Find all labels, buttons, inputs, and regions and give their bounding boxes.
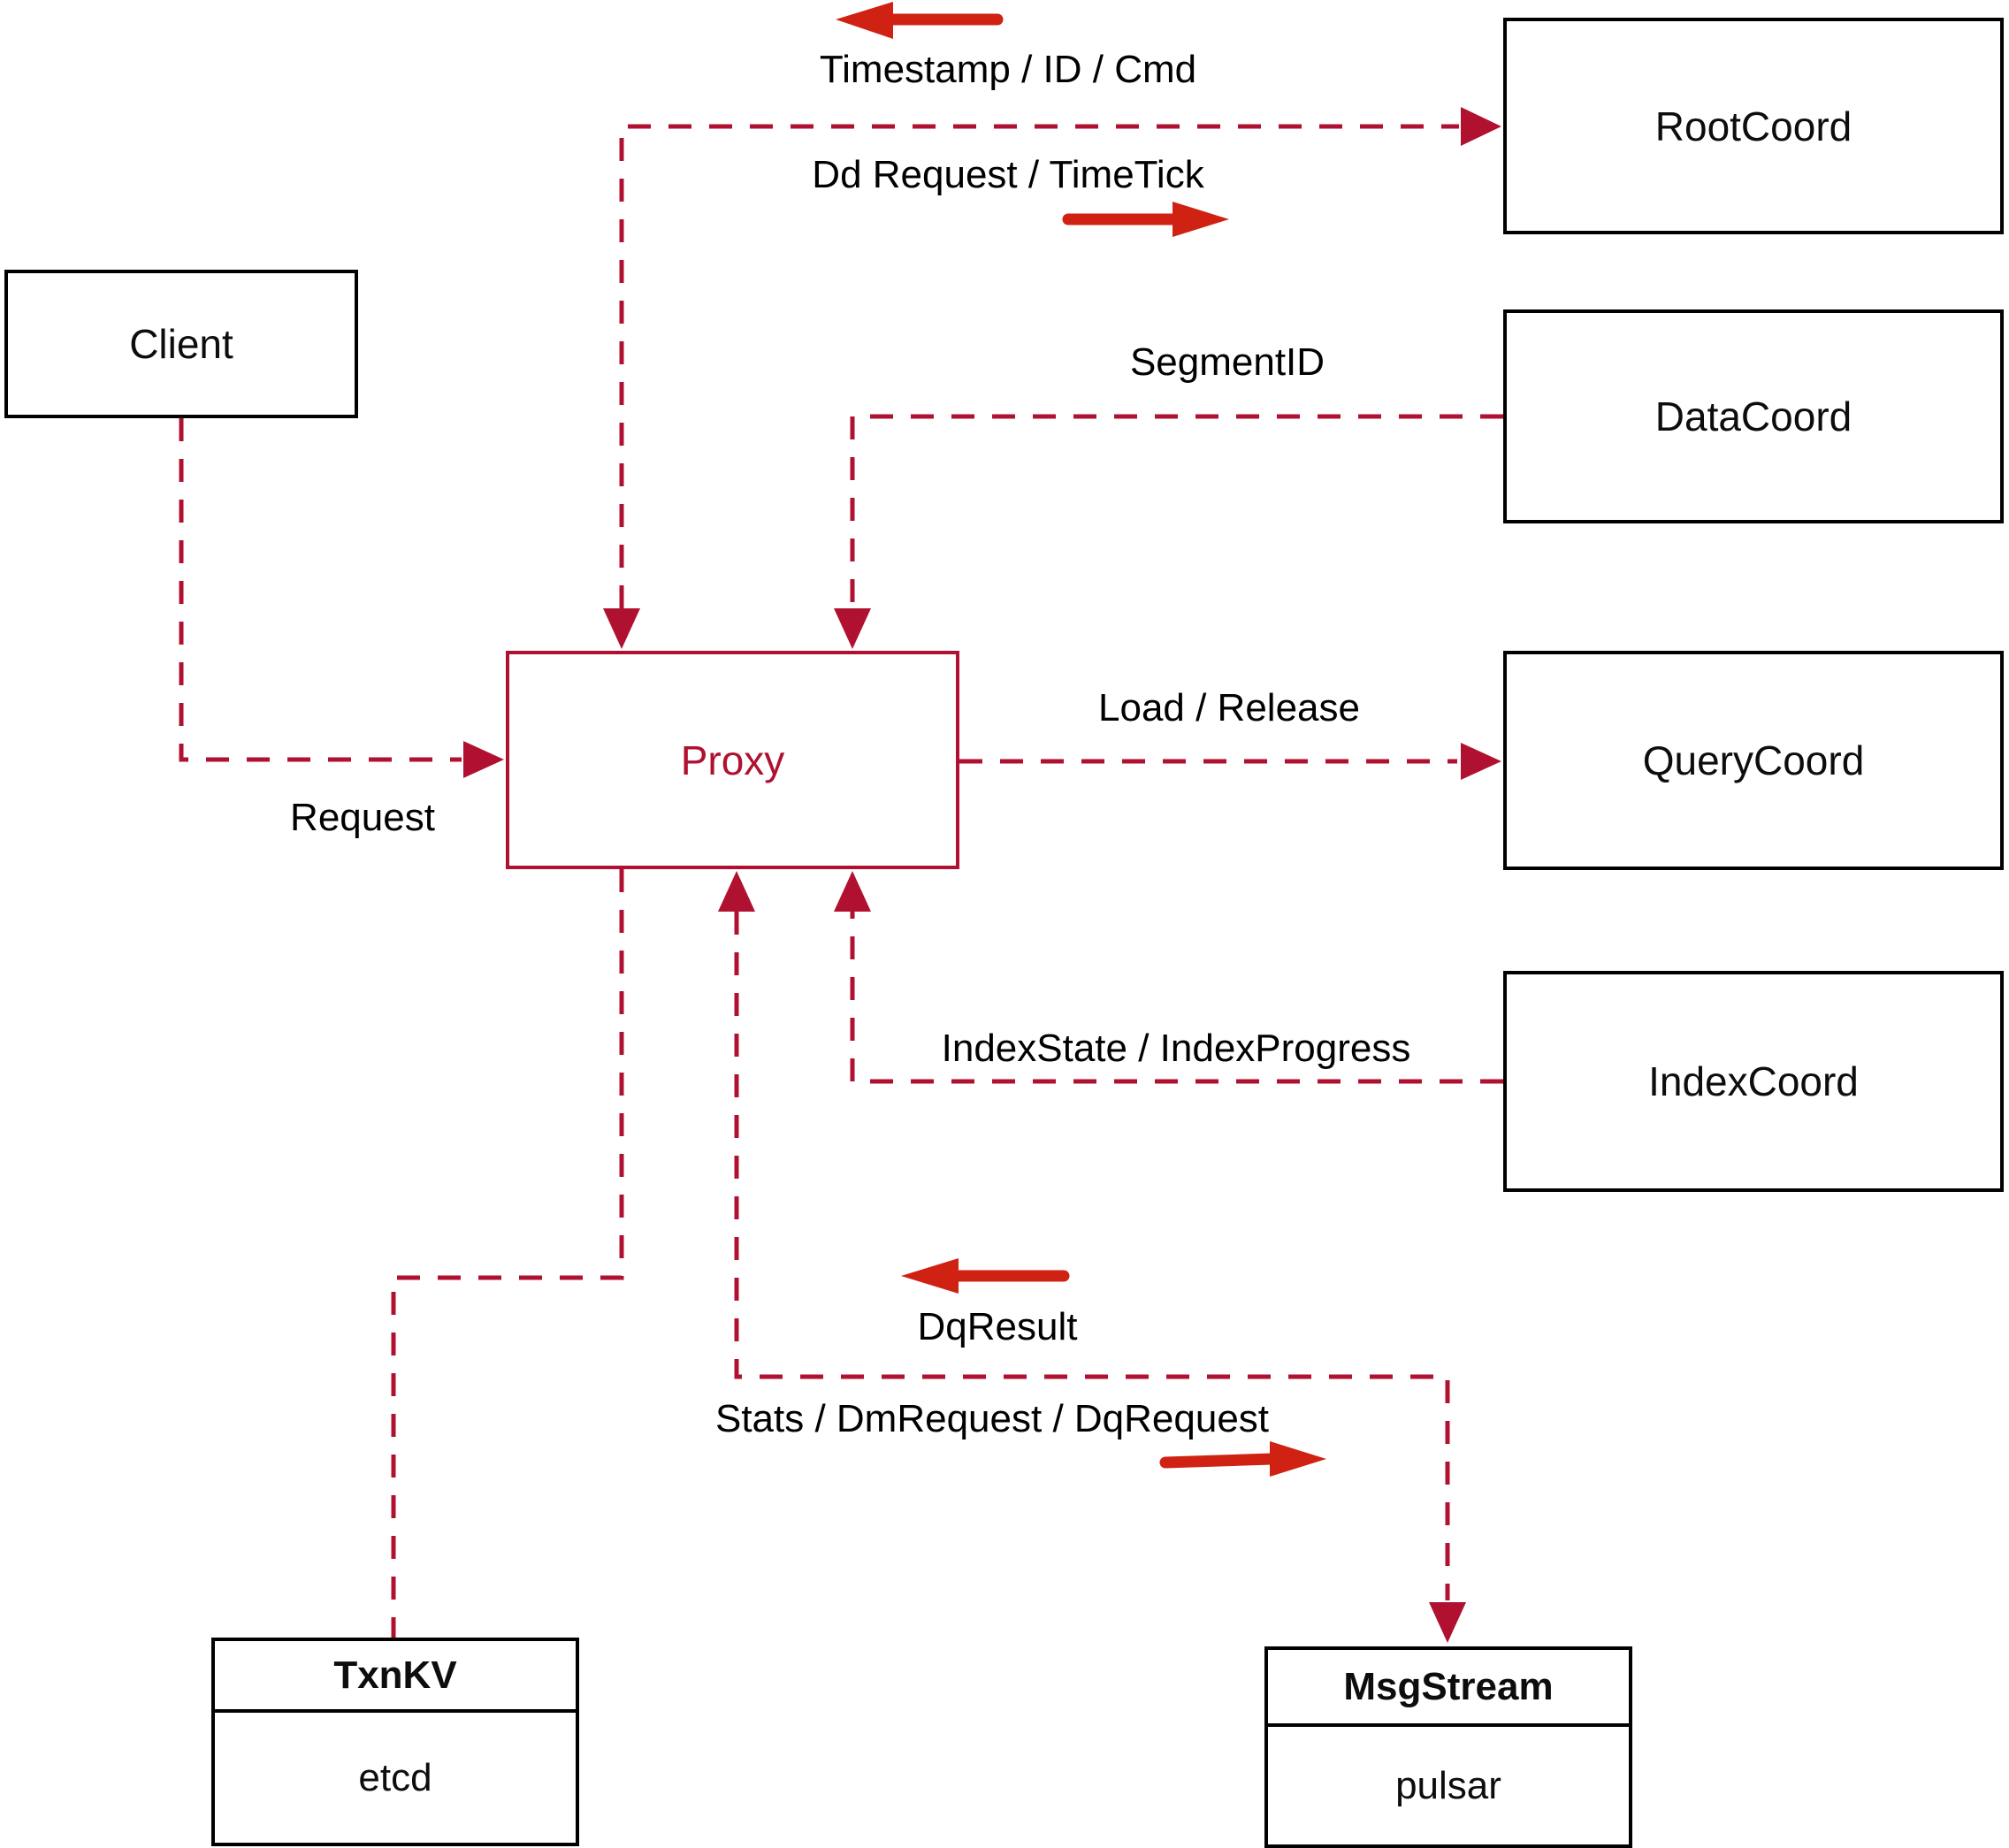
arrowhead-into-proxy-top-right-icon	[834, 608, 871, 649]
edge-proxy-msgstream	[734, 912, 1450, 1600]
edge-proxy-txnkv	[391, 869, 624, 1638]
stats-direction-arrow-head-icon	[1270, 1441, 1326, 1477]
node-indexcoord-label: IndexCoord	[1648, 1058, 1859, 1104]
edge-indexcoord-proxy	[850, 912, 1503, 1084]
edge-label-timestamp-id-cmd: Timestamp / ID / Cmd	[819, 48, 1197, 91]
node-querycoord-label: QueryCoord	[1642, 737, 1865, 783]
node-proxy: Proxy	[506, 651, 959, 869]
node-datacoord-label: DataCoord	[1654, 393, 1852, 439]
node-msgstream-title: MsgStream	[1268, 1650, 1629, 1727]
node-txnkv: TxnKV etcd	[211, 1638, 579, 1846]
node-client: Client	[4, 270, 358, 418]
node-msgstream: MsgStream pulsar	[1264, 1646, 1632, 1848]
arrowhead-into-rootcoord-icon	[1461, 107, 1501, 146]
node-rootcoord: RootCoord	[1503, 18, 2004, 234]
edge-label-request: Request	[290, 796, 435, 839]
edge-label-dqresult: DqResult	[917, 1305, 1078, 1348]
node-txnkv-value: etcd	[358, 1755, 432, 1799]
stats-direction-arrow-shaft	[1159, 1453, 1278, 1469]
edge-label-segmentid: SegmentID	[1129, 340, 1325, 384]
edge-label-indexstate-indexprogress: IndexState / IndexProgress	[941, 1027, 1411, 1070]
edge-datacoord-proxy	[850, 414, 1503, 608]
arrowhead-into-proxy-bottom-right-icon	[834, 871, 871, 912]
node-proxy-label: Proxy	[680, 737, 785, 783]
arrowhead-into-querycoord-icon	[1461, 743, 1501, 780]
node-msgstream-value: pulsar	[1395, 1763, 1501, 1807]
arrowhead-into-proxy-bottom-mid-icon	[718, 871, 755, 912]
dqresult-direction-arrow-head-icon	[901, 1258, 959, 1294]
node-client-label: Client	[129, 321, 233, 367]
timestamp-direction-arrow-head-icon	[836, 2, 893, 39]
arrowhead-into-proxy-top-left-icon	[603, 608, 640, 649]
node-rootcoord-label: RootCoord	[1654, 103, 1852, 149]
edge-client-proxy	[179, 418, 462, 762]
arrowhead-into-msgstream-icon	[1429, 1602, 1466, 1643]
arrowhead-into-proxy-left-icon	[463, 741, 504, 778]
node-txnkv-title: TxnKV	[215, 1641, 576, 1713]
edge-label-stats-dmrequest-dqrequest: Stats / DmRequest / DqRequest	[714, 1397, 1270, 1440]
dd-request-direction-arrow-head-icon	[1173, 202, 1229, 237]
edge-label-load-release: Load / Release	[1098, 686, 1360, 729]
edge-label-dd-request-timetick: Dd Request / TimeTick	[812, 153, 1204, 196]
edge-proxy-rootcoord	[619, 124, 1459, 608]
node-querycoord: QueryCoord	[1503, 651, 2004, 870]
node-datacoord: DataCoord	[1503, 309, 2004, 523]
node-indexcoord: IndexCoord	[1503, 971, 2004, 1192]
